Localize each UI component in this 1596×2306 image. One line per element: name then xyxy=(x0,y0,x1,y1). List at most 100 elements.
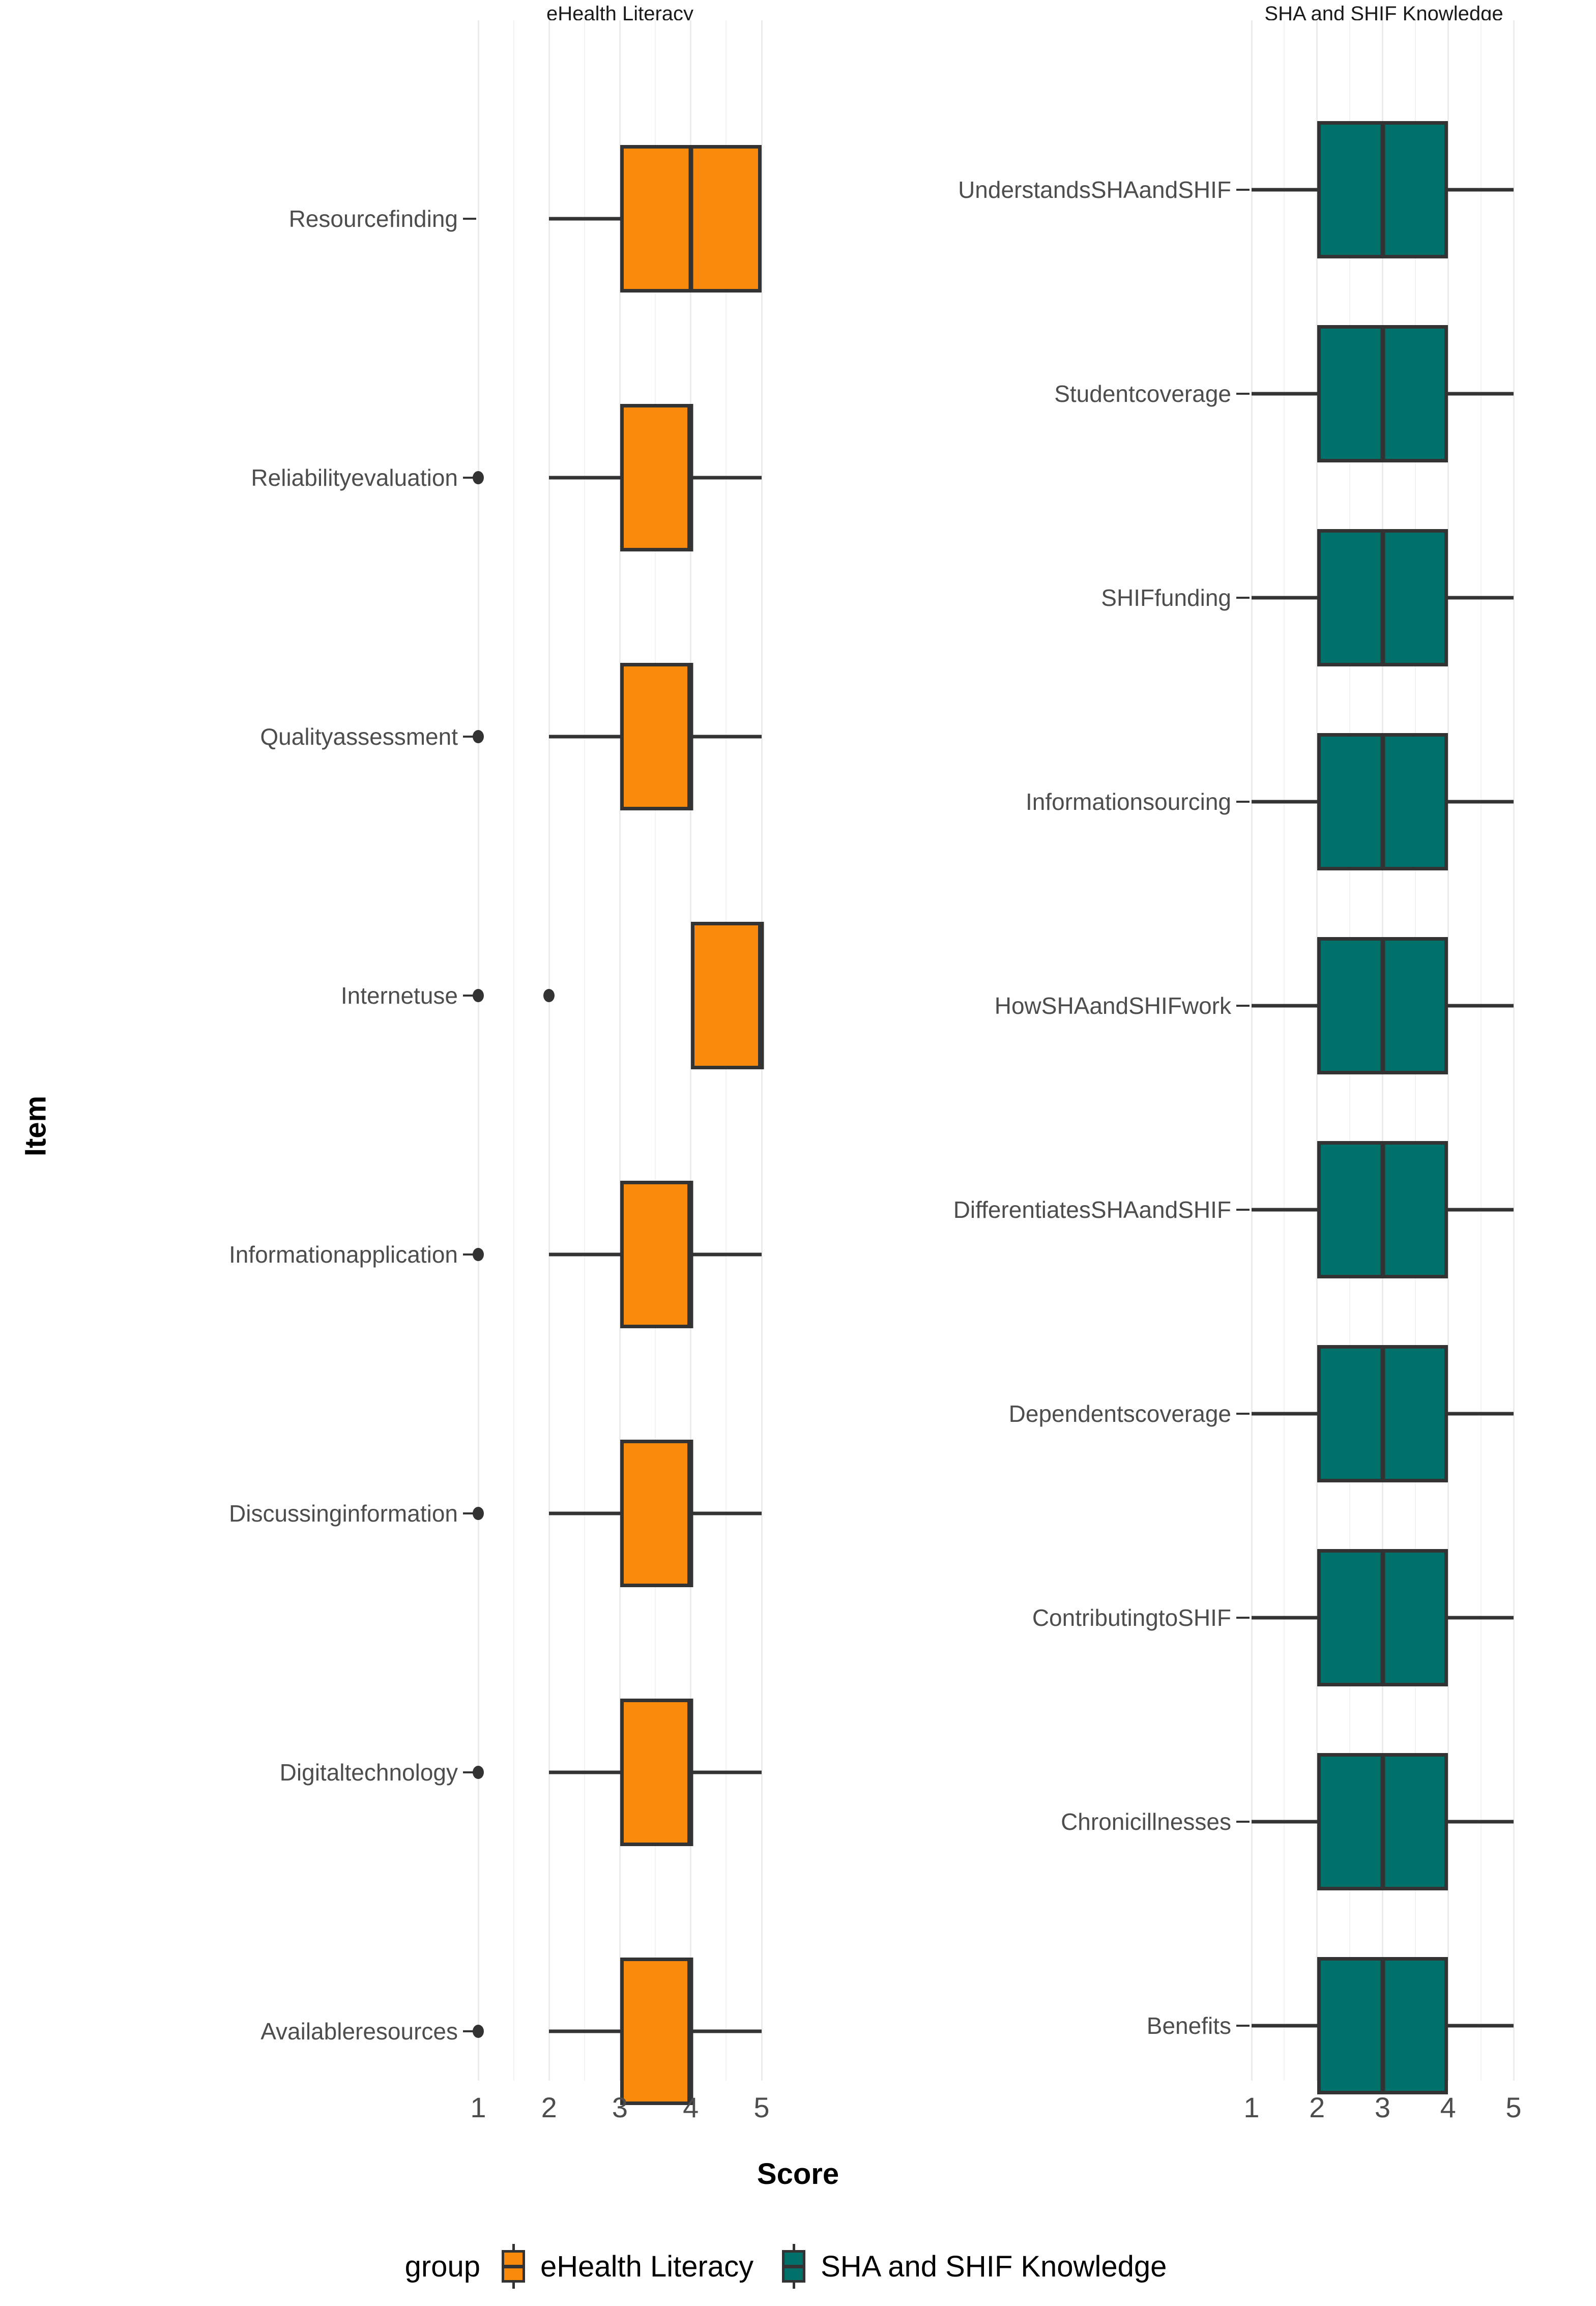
gridline-major xyxy=(477,20,479,2081)
boxplot-box xyxy=(620,1699,691,1846)
y-axis-tick-label: DifferentiatesSHAandSHIF xyxy=(953,1196,1231,1223)
boxplot-outlier-point xyxy=(473,989,484,1002)
x-axis-tick-label: 2 xyxy=(541,2091,557,2123)
legend-item-sha-shif-knowledge[interactable]: SHA and SHIF Knowledge xyxy=(778,2244,1167,2289)
x-axis-tick-label: 2 xyxy=(1309,2091,1325,2123)
boxplot-median-line xyxy=(688,663,693,810)
y-axis-tick-label: SHIFfunding xyxy=(1101,585,1231,611)
boxplot-median-line xyxy=(688,1181,693,1328)
y-axis-tick-label: Informationsourcing xyxy=(1026,789,1231,815)
y-axis-tick-label: Qualityassessment xyxy=(260,723,458,750)
y-axis-tick-mark xyxy=(1236,1413,1250,1415)
y-axis-tick-label: Reliabilityevaluation xyxy=(251,464,458,491)
gridline-minor xyxy=(1284,20,1285,2081)
gridline-major xyxy=(619,20,621,2081)
gridline-minor xyxy=(513,20,514,2081)
x-axis-tick-label: 4 xyxy=(1440,2091,1456,2123)
boxplot-median-line xyxy=(1380,1957,1385,2094)
boxplot-median-line xyxy=(1380,1141,1385,1278)
y-axis-tick-mark xyxy=(1236,1617,1250,1619)
y-axis-tick-label: Discussinginformation xyxy=(229,1500,458,1527)
gridline-major xyxy=(1513,20,1515,2081)
y-axis-tick-mark xyxy=(463,995,476,997)
boxplot-median-line xyxy=(1380,733,1385,870)
y-axis-tick-label: Chronicillnesses xyxy=(1061,1808,1231,1835)
y-axis-tick-mark xyxy=(463,218,476,220)
y-axis-tick-label: UnderstandsSHAandSHIF xyxy=(958,177,1231,203)
boxplot-box xyxy=(620,1181,691,1328)
boxplot-key-icon xyxy=(498,2244,529,2289)
boxplot-box xyxy=(620,1440,691,1587)
y-axis-tick-label: Availableresources xyxy=(260,2018,458,2045)
y-axis-tick-label: Internetuse xyxy=(340,982,458,1009)
boxplot-box xyxy=(690,922,762,1069)
y-axis-tick-mark xyxy=(463,736,476,738)
x-axis-tick-label: 4 xyxy=(683,2091,699,2123)
legend-item-ehealth-literacy[interactable]: eHealth Literacy xyxy=(498,2244,753,2289)
x-axis-tick-label: 3 xyxy=(1374,2091,1391,2123)
boxplot-outlier-point xyxy=(473,471,484,484)
boxplot-outlier-point xyxy=(473,1507,484,1520)
gridline-major xyxy=(1251,20,1253,2081)
y-axis-tick-label: HowSHAandSHIFwork xyxy=(994,993,1231,1019)
boxplot-outlier-point xyxy=(473,730,484,743)
boxplot-key-icon xyxy=(778,2244,809,2289)
y-axis-tick-mark xyxy=(463,1512,476,1514)
boxplot-median-line xyxy=(688,404,693,551)
x-axis-tick-label: 1 xyxy=(1243,2091,1260,2123)
boxplot-median-line xyxy=(1380,529,1385,666)
y-axis-title: Item xyxy=(19,1095,52,1157)
y-axis-tick-label: Informationapplication xyxy=(228,1241,458,1268)
x-axis-tick-label: 5 xyxy=(1505,2091,1522,2123)
boxplot-outlier-point xyxy=(473,2025,484,2038)
boxplot-median-line xyxy=(1380,1753,1385,1890)
y-axis-tick-mark xyxy=(1236,189,1250,191)
y-axis-tick-mark xyxy=(1236,801,1250,803)
y-axis-tick-mark xyxy=(463,1771,476,1773)
gridline-minor xyxy=(655,20,656,2081)
boxplot-median-line xyxy=(688,1699,693,1846)
legend-title: group xyxy=(404,2250,480,2283)
boxplot-box xyxy=(620,1958,691,2105)
boxplot-median-line xyxy=(1380,1549,1385,1686)
gridline-minor xyxy=(584,20,585,2081)
boxplot-median-line xyxy=(1380,1345,1385,1482)
x-axis-title: Score xyxy=(757,2157,839,2191)
boxplot-median-line xyxy=(1380,937,1385,1074)
y-axis-tick-label: Benefits xyxy=(1146,2012,1231,2039)
boxplot-outlier-point xyxy=(473,1766,484,1779)
x-axis-tick-label: 5 xyxy=(753,2091,770,2123)
y-axis-tick-mark xyxy=(1236,2025,1250,2027)
gridline-major xyxy=(1447,20,1449,2081)
boxplot-median-line xyxy=(688,1958,693,2105)
legend-label-ehealth-literacy: eHealth Literacy xyxy=(540,2250,754,2283)
x-axis-tick-label: 3 xyxy=(612,2091,628,2123)
boxplot-outlier-point xyxy=(473,1248,484,1261)
y-axis-tick-mark xyxy=(1236,1209,1250,1211)
y-axis-tick-label: Studentcoverage xyxy=(1054,381,1231,407)
boxplot-median-line xyxy=(1380,325,1385,462)
boxplot-box xyxy=(620,663,691,810)
x-axis-tick-label: 1 xyxy=(470,2091,486,2123)
y-axis-tick-mark xyxy=(1236,597,1250,599)
y-axis-tick-mark xyxy=(1236,393,1250,395)
y-axis-tick-label: Resourcefinding xyxy=(288,206,458,232)
y-axis-tick-mark xyxy=(1236,1005,1250,1007)
boxplot-median-line xyxy=(759,922,764,1069)
y-axis-tick-mark xyxy=(463,1253,476,1256)
legend-label-sha-shif-knowledge: SHA and SHIF Knowledge xyxy=(821,2250,1167,2283)
boxplot-median-line xyxy=(1380,121,1385,258)
boxplot-median-line xyxy=(688,145,693,293)
y-axis-tick-label: Dependentscoverage xyxy=(1008,1400,1231,1427)
boxplot-outlier-point xyxy=(543,989,555,1002)
y-axis-tick-label: Digitaltechnology xyxy=(279,1759,458,1786)
y-axis-tick-mark xyxy=(1236,1821,1250,1823)
y-axis-tick-label: ContributingtoSHIF xyxy=(1032,1604,1231,1631)
boxplot-box xyxy=(620,404,691,551)
boxplot-median-line xyxy=(688,1440,693,1587)
legend: group eHealth Literacy SHA and SHIF Know… xyxy=(0,2238,1596,2294)
y-axis-tick-mark xyxy=(463,477,476,479)
y-axis-tick-mark xyxy=(463,2030,476,2032)
gridline-major xyxy=(548,20,550,2081)
